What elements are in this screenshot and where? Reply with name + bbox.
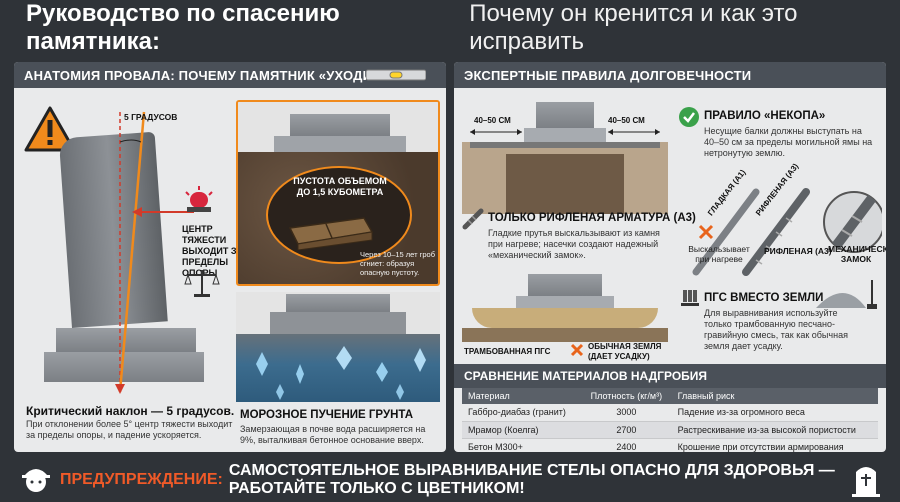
critical-tilt-title: Критический наклон — 5 градусов. [26, 404, 235, 418]
cell-density: 2400 [581, 438, 672, 452]
lean-lines [115, 111, 194, 394]
void-note: Через 10–15 лет гроб сгниет: образуя опа… [360, 250, 435, 277]
warning-label: ПРЕДУПРЕЖДЕНИЕ: [60, 471, 223, 488]
rule3-text: Для выравнивания используйте только трам… [704, 308, 848, 351]
rule3-title: ПГС ВМЕСТО ЗЕМЛИ [704, 292, 824, 304]
rule2-text: Гладкие прутья выскальзывают из камня пр… [488, 228, 660, 260]
nekopa-diagram: 40–50 СМ 40–50 СМ [462, 96, 668, 214]
cell-density: 3000 [581, 404, 672, 422]
expert-rules-panel: ЭКСПЕРТНЫЕ ПРАВИЛА ДОЛГОВЕЧНОСТИ 40–50 С… [454, 62, 886, 452]
pgs-plinth [516, 296, 614, 308]
table-row: Бетон М300+ 2400 Крошение при отсутствии… [462, 438, 878, 452]
frost-text: Замерзающая в почве вода расширяется на … [240, 424, 426, 445]
cross-icon-soil [570, 343, 584, 357]
page-title: Руководство по спасению памятника: Почем… [0, 0, 900, 56]
frost-heave-diagram [236, 292, 440, 402]
gravel-pile-icon [816, 280, 877, 309]
void-volume-label: ПУСТОТА ОБЪЕМОМ ДО 1,5 КУБОМЕТРА [293, 176, 387, 197]
pgs-caption: ТРАМБОВАННАЯ ПГС [464, 347, 551, 356]
void-monument-block [290, 114, 390, 136]
cell-material: Габбро-диабаз (гранит) [462, 404, 582, 422]
pgs-soil [462, 328, 668, 342]
pgs-layer [472, 308, 658, 328]
col-risk: Главный риск [671, 388, 878, 404]
frost-cracked-slab [270, 312, 406, 334]
materials-table-header: СРАВНЕНИЕ МАТЕРИАЛОВ НАДГРОБИЯ [454, 364, 886, 388]
rule1-title: ПРАВИЛО «НЕКОПА» [704, 110, 826, 122]
level-icon [366, 69, 426, 81]
failure-anatomy-panel: АНАТОМИЯ ПРОВАЛА: ПОЧЕМУ ПАМЯТНИК «УХОДИ… [14, 62, 446, 452]
rotting-coffin-icon [288, 217, 374, 250]
cell-density: 2700 [581, 421, 672, 439]
cell-risk: Крошение при отсутствии армирования [671, 438, 878, 452]
rule-monument [536, 102, 594, 128]
soil-caption: ОБЫЧНАЯ ЗЕМЛЯ (ДАЕТ УСАДКУ) [588, 342, 662, 361]
cross-icon [698, 224, 714, 240]
warning-bar: ПРЕДУПРЕЖДЕНИЕ: САМОСТОЯТЕЛЬНОЕ ВЫРАВНИВ… [0, 458, 900, 502]
rule2-title: ТОЛЬКО РИФЛЕНАЯ АРМАТУРА (А3) [488, 212, 696, 224]
check-icon [679, 107, 699, 127]
void-slab [274, 136, 406, 152]
ice-crystals-icon [256, 346, 426, 400]
frost-monument-block [286, 294, 390, 312]
angle-label: 5 ГРАДУСОВ [124, 112, 178, 122]
gravestone-icon [852, 467, 880, 497]
pgs-diagram [462, 270, 668, 360]
siren-icon [185, 186, 213, 212]
right-panel-header: ЭКСПЕРТНЫЕ ПРАВИЛА ДОЛГОВЕЧНОСТИ [454, 62, 886, 88]
warning-message: ПРЕДУПРЕЖДЕНИЕ: САМОСТОЯТЕЛЬНОЕ ВЫРАВНИВ… [60, 462, 840, 497]
warning-text: САМОСТОЯТЕЛЬНОЕ ВЫРАВНИВАНИЕ СТЕЛЫ ОПАСН… [228, 462, 835, 497]
rebar-icon [462, 208, 484, 230]
materials-table-header-text: СРАВНЕНИЕ МАТЕРИАЛОВ НАДГРОБИЯ [464, 369, 708, 383]
frost-ice-layer [236, 334, 440, 402]
beam [470, 142, 660, 148]
table-header-row: Материал Плотность (кг/м³) Главный риск [462, 388, 878, 404]
center-of-gravity-label: ЦЕНТР ТЯЖЕСТИ ВЫХОДИТ ЗА ПРЕДЕЛЫ ОПОРЫ [182, 224, 243, 278]
ribbed-caption: РИФЛЕНАЯ (А3) [764, 246, 832, 256]
cell-material: Бетон М300+ [462, 438, 582, 452]
col-density: Плотность (кг/м³) [581, 388, 672, 404]
right-panel-header-text: ЭКСПЕРТНЫЕ ПРАВИЛА ДОЛГОВЕЧНОСТИ [464, 67, 752, 83]
critical-tilt-text: При отклонении более 5° центр тяжести вы… [26, 419, 233, 440]
dimension-arrows [470, 129, 660, 135]
grave-pit [506, 154, 624, 214]
left-panel-header-text: АНАТОМИЯ ПРОВАЛА: ПОЧЕМУ ПАМЯТНИК «УХОДИ… [24, 67, 396, 83]
warning-triangle-icon [24, 106, 76, 152]
sand-pile-icon [681, 290, 699, 306]
col-material: Материал [462, 388, 582, 404]
table-row: Мрамор (Коелга) 2700 Растрескивание из-з… [462, 421, 878, 439]
cell-material: Мрамор (Коелга) [462, 421, 582, 439]
pgs-monument [528, 274, 602, 296]
materials-table: Материал Плотность (кг/м³) Главный риск … [462, 388, 878, 452]
title-light: Почему он кренится и как это исправить [469, 0, 798, 55]
scales-icon [184, 270, 220, 297]
dim-left-label: 40–50 СМ [474, 116, 511, 125]
slip-label: Выскальзывает при нагреве [688, 244, 750, 264]
void-diagram: ПУСТОТА ОБЪЕМОМ ДО 1,5 КУБОМЕТРА Через 1… [236, 100, 440, 286]
rule-plinth [524, 128, 606, 142]
void-cavity [266, 166, 412, 264]
lock-caption: МЕХАНИЧЕСКИЙ ЗАМОК [828, 244, 886, 264]
cell-risk: Растрескивание из-за высокой пористости [671, 421, 878, 439]
dim-right-label: 40–50 СМ [608, 116, 645, 125]
rule1-text: Несущие балки должны выступать на 40–50 … [704, 126, 873, 158]
leaning-monument-illustration [44, 111, 224, 402]
table-row: Габбро-диабаз (гранит) 3000 Падение из-з… [462, 404, 878, 422]
cell-risk: Падение из-за огромного веса [671, 404, 878, 422]
worker-icon [22, 469, 50, 492]
rebar-comparison [692, 188, 882, 276]
frost-title: МОРОЗНОЕ ПУЧЕНИЕ ГРУНТА [240, 409, 414, 421]
title-bold: Руководство по спасению памятника: [26, 0, 340, 55]
